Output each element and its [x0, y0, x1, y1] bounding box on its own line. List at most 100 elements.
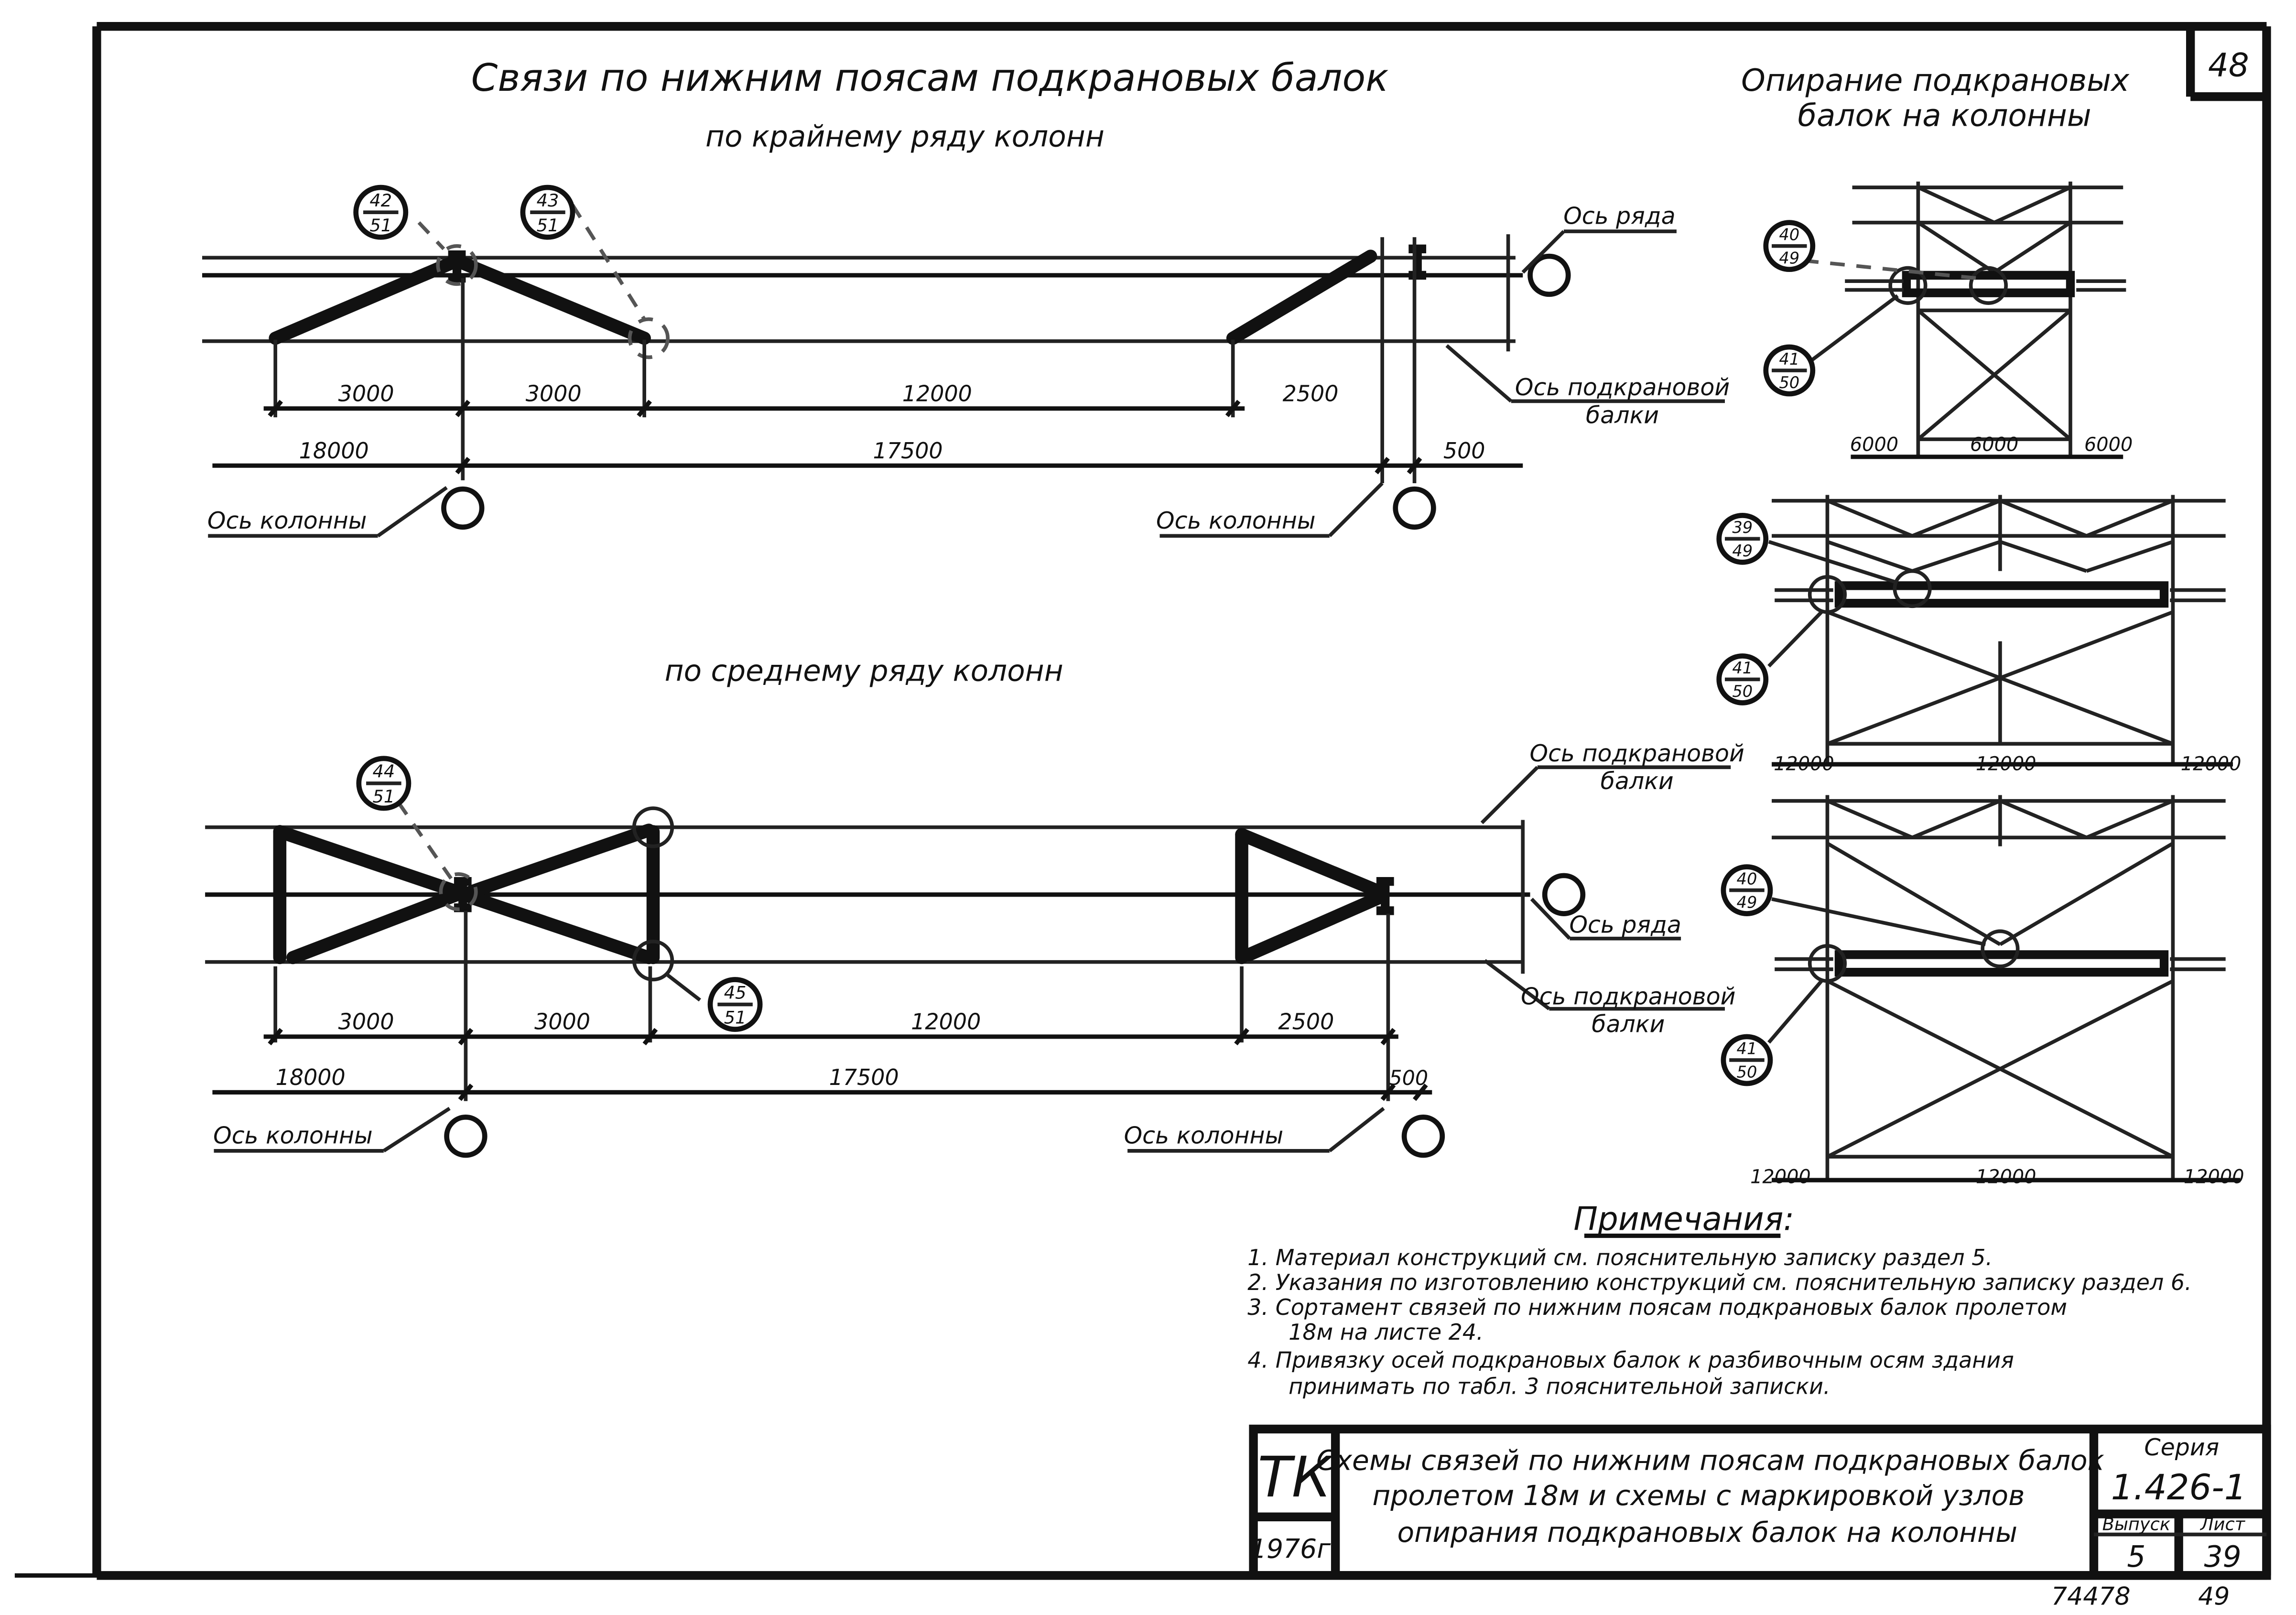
tick: [458, 1084, 474, 1101]
main-title: Связи по нижним поясам подкрановых балок: [471, 55, 1389, 100]
column-axis-bubble-right: [1393, 486, 1436, 530]
middle-brace-end: [1235, 828, 1386, 899]
note-4-cont: принимать по табл. 3 пояснительной запис…: [1289, 1373, 1830, 1399]
dim-12000: 12000: [902, 380, 972, 406]
node-circle-43: [628, 317, 670, 359]
dim-18000: 18000: [299, 438, 369, 464]
svg-text:39: 39: [1732, 518, 1753, 537]
sheet-number: 48: [2208, 46, 2249, 84]
svg-text:50: 50: [1779, 373, 1799, 392]
edge-brace-end: [1226, 249, 1377, 345]
note-3-cont: 18м на листе 24.: [1289, 1319, 1484, 1345]
note-2: 2. Указания по изготовлению конструкций …: [1247, 1269, 2191, 1295]
svg-text:43: 43: [537, 190, 559, 211]
marker-44-51: 44 51: [356, 756, 412, 811]
series-label: Серия: [2144, 1434, 2219, 1461]
svg-text:49: 49: [1737, 893, 1757, 911]
node-circle-top: [632, 806, 674, 848]
callout-leader: [1328, 482, 1384, 537]
svg-text:41: 41: [1732, 659, 1753, 677]
middle-row-axis-label: Ось ряда: [1569, 911, 1681, 938]
middle-column-label-left: Ось колонны: [213, 1122, 373, 1149]
notes-heading: Примечания:: [1573, 1200, 1794, 1237]
marker-40-49-a: 40 49: [1763, 220, 1816, 272]
tick: [642, 1028, 658, 1046]
svg-text:50: 50: [1737, 1063, 1757, 1082]
callout-leader: [1484, 959, 1550, 1010]
year: 1976г.: [1250, 1534, 1339, 1565]
svg-text:45: 45: [724, 982, 747, 1003]
tick: [1380, 1084, 1396, 1101]
leader-44: [397, 801, 453, 880]
tick: [637, 400, 652, 417]
tick: [268, 400, 283, 417]
middle-column-bubble-left: [444, 1115, 487, 1158]
node-circle-44: [439, 872, 478, 911]
svg-text:41: 41: [1779, 350, 1799, 369]
marker-42-51: 42 51: [353, 184, 409, 240]
row-axis-bubble: [1527, 253, 1571, 297]
middle-brace: [465, 824, 656, 899]
tick: [1375, 456, 1390, 475]
callout-leader: [382, 1106, 451, 1153]
mid-dim-17500: 17500: [829, 1064, 899, 1090]
dim-3000-a: 3000: [338, 380, 394, 406]
series-value: 1.426-1: [2111, 1467, 2247, 1508]
middle-column-label-right: Ось колонны: [1124, 1122, 1284, 1149]
tick: [1407, 456, 1422, 475]
support2-dim-a: 12000: [1774, 753, 1834, 775]
note-1: 1. Материал конструкций см. пояснительну…: [1247, 1245, 1993, 1270]
leader-42: [417, 221, 445, 250]
svg-text:51: 51: [372, 786, 395, 807]
crane-axis-label-2: балки: [1586, 401, 1659, 429]
tick: [458, 1028, 474, 1046]
support1-dim-c: 6000: [2084, 434, 2133, 456]
middle-crane-axis-label-top-2: балки: [1601, 768, 1674, 795]
svg-text:51: 51: [369, 215, 392, 236]
row-axis-label: Ось ряда: [1563, 203, 1675, 230]
support-title-line2: балок на колонны: [1798, 98, 2091, 133]
marker-40-49-b: 40 49: [1721, 864, 1773, 916]
middle-crane-axis-label-bottom-1: Ось подкрановой: [1521, 983, 1735, 1010]
dim-2500: 2500: [1283, 380, 1339, 406]
mid-dim-12000: 12000: [911, 1009, 981, 1035]
support-detail-3: 12000 12000 12000: [1750, 795, 2244, 1188]
edge-row-subtitle: по крайнему ряду колонн: [705, 119, 1105, 153]
svg-text:51: 51: [537, 215, 559, 236]
crane-axis-label-1: Ось подкрановой: [1515, 374, 1730, 401]
marker-41-50-b: 41 50: [1716, 653, 1769, 705]
tick: [1380, 1028, 1396, 1046]
svg-text:49: 49: [1779, 249, 1799, 267]
callout-leader: [1530, 898, 1571, 940]
tick: [455, 400, 471, 417]
svg-text:50: 50: [1732, 682, 1753, 701]
title-block: ТК 1976г. Схемы связей по нижним поясам …: [1249, 1424, 2271, 1580]
svg-text:40: 40: [1779, 225, 1799, 244]
middle-brace: [286, 888, 464, 965]
tick: [1225, 400, 1241, 417]
note-3: 3. Сортамент связей по нижним поясам под…: [1247, 1294, 2067, 1320]
dim-500: 500: [1443, 438, 1485, 464]
svg-text:49: 49: [1732, 542, 1753, 560]
leader-43: [571, 204, 646, 320]
tick: [1412, 1084, 1428, 1101]
issue-value: 5: [2127, 1540, 2145, 1574]
tick: [268, 1028, 283, 1046]
marker-41-50-c: 41 50: [1721, 1034, 1773, 1086]
support3-dim-c: 12000: [2184, 1166, 2244, 1188]
callout-leader: [377, 486, 448, 538]
leader-45: [666, 974, 701, 1002]
support1-dim-b: 6000: [1970, 434, 2018, 456]
mid-dim-3000-b: 3000: [534, 1009, 590, 1035]
svg-text:42: 42: [369, 190, 392, 211]
edge-brace-left: [269, 254, 464, 345]
note-4: 4. Привязку осей подкрановых балок к раз…: [1247, 1347, 2014, 1373]
mid-dim-500: 500: [1389, 1066, 1428, 1090]
support-title: Опирание подкрановых балок на колонны: [1741, 63, 2139, 134]
svg-text:40: 40: [1737, 869, 1757, 888]
middle-brace: [273, 825, 464, 899]
title-desc-2: пролетом 18м и схемы с маркировкой узлов: [1372, 1479, 2025, 1512]
mid-dim-3000-a: 3000: [338, 1009, 394, 1035]
title-desc-1: Схемы связей по нижним поясам подкрановы…: [1316, 1444, 2104, 1477]
dim-17500: 17500: [873, 438, 943, 464]
